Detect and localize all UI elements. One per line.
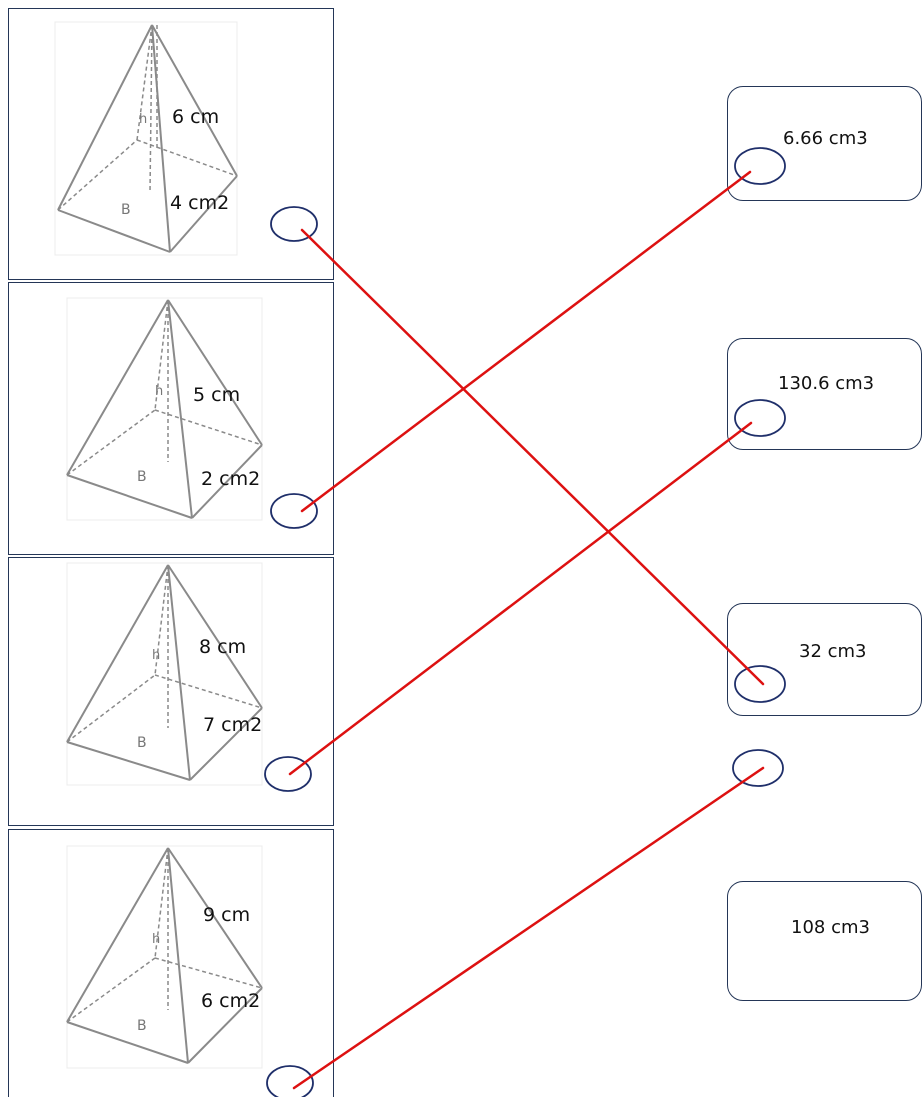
height-value: 8 cm — [199, 636, 247, 658]
base-area-value: 2 cm2 — [201, 468, 261, 490]
base-marker-label: B — [137, 735, 147, 751]
answer-3-circle[interactable] — [734, 665, 786, 703]
height-value: 9 cm — [203, 904, 251, 926]
height-marker-label: h — [139, 112, 148, 127]
base-area-value: 6 cm2 — [201, 990, 261, 1012]
height-marker-label: h — [152, 932, 161, 947]
height-marker-label: h — [152, 648, 161, 663]
base-area-value: 4 cm2 — [170, 192, 230, 214]
connector-line — [288, 421, 753, 776]
answer-value: 6.66 cm3 — [783, 128, 868, 149]
base-area-value: 7 cm2 — [203, 714, 263, 736]
height-value: 6 cm — [172, 106, 220, 128]
pyramid-icon — [57, 24, 238, 253]
pyramid-icon — [66, 299, 263, 519]
answer-4-circle[interactable] — [732, 749, 784, 787]
answer-value: 130.6 cm3 — [778, 373, 875, 394]
connector-line — [300, 228, 765, 686]
question-2-circle[interactable] — [270, 493, 318, 529]
connector-line — [300, 170, 752, 513]
base-marker-label: B — [121, 202, 131, 218]
height-value: 5 cm — [193, 384, 241, 406]
height-marker-label: h — [155, 384, 164, 399]
pyramid-icon — [66, 847, 263, 1064]
question-1-circle[interactable] — [270, 206, 318, 242]
answer-value: 32 cm3 — [799, 641, 867, 662]
base-marker-label: B — [137, 1018, 147, 1034]
connector-line — [292, 766, 765, 1090]
answer-box-2 — [727, 338, 922, 450]
base-marker-label: B — [137, 469, 147, 485]
answer-value: 108 cm3 — [791, 917, 870, 938]
question-4-circle[interactable] — [266, 1065, 314, 1097]
pyramid-icon — [66, 564, 263, 781]
